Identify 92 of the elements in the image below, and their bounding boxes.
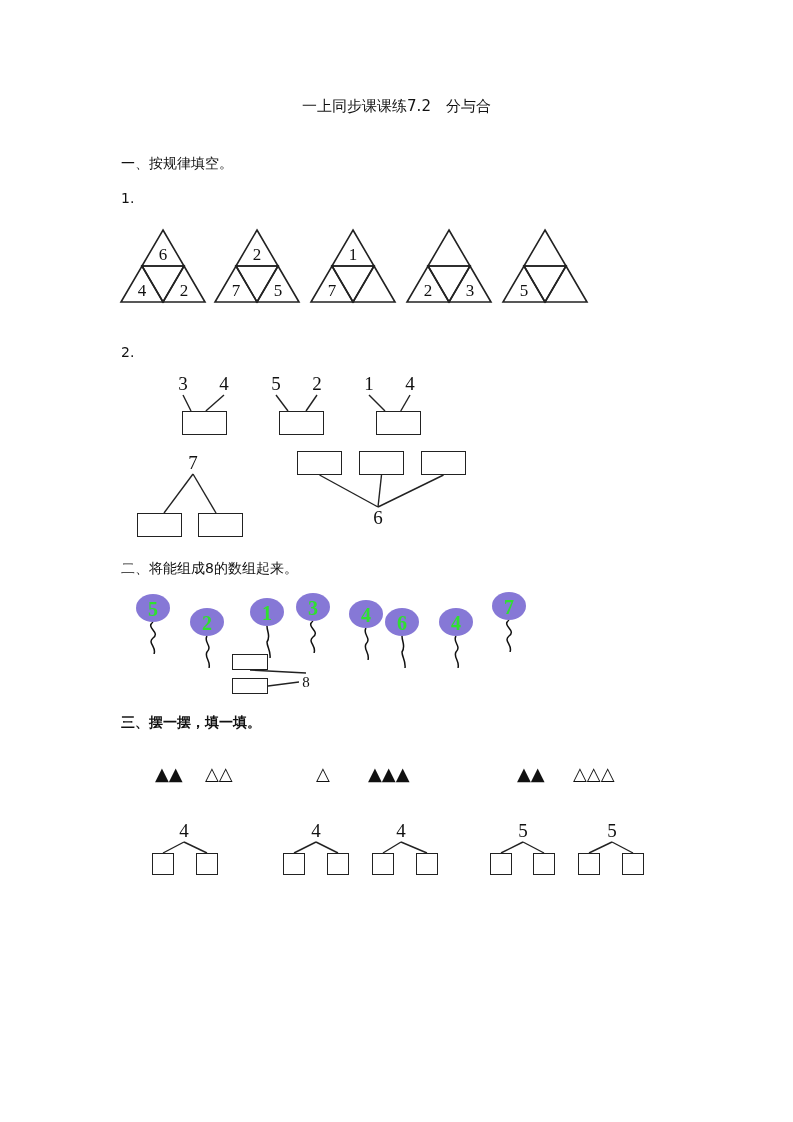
connector-line: [205, 394, 225, 412]
number: 7: [187, 454, 199, 472]
numbered-triangle: 1: [332, 230, 374, 266]
connector-line: [293, 841, 317, 854]
answer-box: [372, 853, 394, 875]
connector-line: [382, 841, 402, 854]
numbered-triangle: 5: [257, 266, 299, 302]
answer-box: [137, 513, 182, 537]
numbered-triangle: 7: [215, 266, 257, 302]
answer-box: [359, 451, 404, 475]
answer-box: [578, 853, 600, 875]
answer-box: [283, 853, 305, 875]
connector-line: [368, 394, 386, 412]
answer-box: [533, 853, 555, 875]
answer-box: [421, 451, 466, 475]
connector-line: [182, 394, 192, 412]
numbered-triangle: 6: [142, 230, 184, 266]
connector-line: [377, 474, 445, 508]
balloon: 6: [384, 608, 420, 668]
connector-line: [400, 841, 428, 854]
answer-box: [232, 678, 268, 694]
connector-line: [249, 669, 307, 674]
triangle-cell: [353, 266, 395, 302]
numbered-triangle: 2: [407, 266, 449, 302]
numbered-triangle: 2: [163, 266, 205, 302]
triangle-symbols: △: [316, 763, 330, 784]
number: 4: [395, 822, 407, 840]
question-number: 2.: [121, 344, 135, 360]
number: 8: [301, 675, 311, 689]
triangle-symbols: △△: [205, 763, 233, 784]
answer-box: [152, 853, 174, 875]
connector-line: [377, 474, 383, 508]
answer-box: [297, 451, 342, 475]
number: 4: [310, 822, 322, 840]
connector-line: [162, 841, 185, 854]
connector-line: [183, 841, 208, 854]
balloon: 4: [348, 600, 384, 660]
numbered-triangle: 5: [503, 266, 545, 302]
number: 5: [606, 822, 618, 840]
number: 1: [363, 375, 375, 393]
balloon: 5: [135, 594, 171, 654]
triangle-symbols: △△△: [573, 763, 615, 784]
answer-box: [232, 654, 268, 670]
numbered-triangle: 4: [121, 266, 163, 302]
connector-line: [522, 841, 545, 854]
answer-box: [622, 853, 644, 875]
connector-line: [305, 394, 318, 412]
answer-box: [182, 411, 227, 435]
title: 一上同步课课练7.2 分与合: [302, 97, 491, 116]
answer-box: [416, 853, 438, 875]
connector-line: [315, 841, 339, 854]
numbered-triangle: 3: [449, 266, 491, 302]
triangle-cell: [428, 230, 470, 266]
connector-line: [318, 474, 379, 508]
balloon: 1: [249, 598, 285, 658]
connector-line: [400, 394, 411, 412]
triangle-symbols: ▲▲: [517, 763, 545, 784]
balloon: 3: [295, 593, 331, 653]
answer-box: [196, 853, 218, 875]
balloon: 4: [438, 608, 474, 668]
triangle-symbols: ▲▲: [155, 763, 183, 784]
answer-box: [198, 513, 243, 537]
answer-box: [279, 411, 324, 435]
triangle-cell: [524, 230, 566, 266]
connector-line: [163, 473, 194, 514]
number: 4: [218, 375, 230, 393]
number: 3: [177, 375, 189, 393]
numbered-triangle: 2: [236, 230, 278, 266]
section-heading: 三、摆一摆，填一填。: [121, 714, 261, 732]
number: 5: [517, 822, 529, 840]
answer-box: [490, 853, 512, 875]
connector-line: [611, 841, 634, 854]
connector-line: [588, 841, 613, 854]
balloon: 7: [491, 592, 527, 652]
connector-line: [192, 473, 217, 514]
number: 5: [270, 375, 282, 393]
number: 4: [404, 375, 416, 393]
number: 2: [311, 375, 323, 393]
section-heading: 一、按规律填空。: [121, 155, 233, 173]
answer-box: [376, 411, 421, 435]
balloon: 2: [189, 608, 225, 668]
numbered-triangle: 7: [311, 266, 353, 302]
section-heading: 二、将能组成8的数组起来。: [121, 560, 298, 578]
number: 6: [372, 509, 384, 527]
question-number: 1.: [121, 190, 135, 206]
connector-line: [267, 681, 300, 687]
triangle-symbols: ▲▲▲: [368, 763, 410, 784]
answer-box: [327, 853, 349, 875]
number: 4: [178, 822, 190, 840]
triangle-cell: [545, 266, 587, 302]
connector-line: [500, 841, 524, 854]
connector-line: [275, 394, 289, 412]
